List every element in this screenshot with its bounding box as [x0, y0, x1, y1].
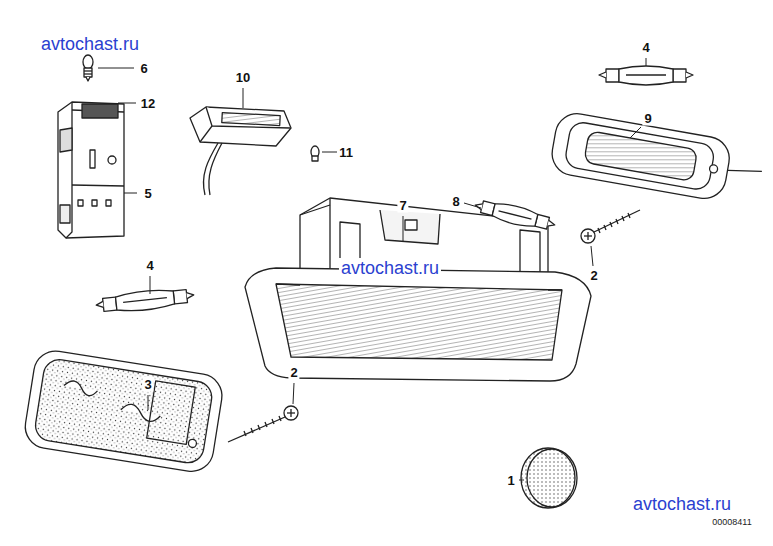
- lamp-housing: [245, 198, 591, 381]
- callout-number: 6: [138, 61, 149, 76]
- map-lamp: [190, 107, 291, 195]
- callout-number: 2: [588, 268, 599, 283]
- callout-number: 8: [450, 194, 461, 209]
- festoon-bulb: [95, 286, 194, 315]
- callout-number: 11: [337, 145, 355, 160]
- watermark: avtochast.ru: [39, 34, 141, 54]
- watermark: avtochast.ru: [339, 258, 441, 278]
- festoon-bulb: [473, 196, 557, 233]
- callout-number: 7: [397, 198, 408, 213]
- callout-number: 3: [142, 377, 153, 392]
- interior-lamp: [549, 110, 767, 208]
- callout-number: 5: [142, 186, 153, 201]
- small-bulb: [83, 55, 93, 81]
- license-lamp: [22, 348, 225, 475]
- callout-number: 2: [288, 365, 299, 380]
- screw: [581, 210, 640, 243]
- watermark: avtochast.ru: [631, 494, 733, 514]
- reflector: [521, 448, 577, 508]
- callout-number: 10: [234, 70, 252, 85]
- leader-lines: [98, 58, 646, 480]
- callout-number: 9: [642, 111, 653, 126]
- switch-housing: [58, 102, 124, 238]
- festoon-bulb: [599, 66, 693, 85]
- wedge-bulb: [311, 146, 319, 161]
- callout-number: 1: [505, 473, 516, 488]
- screw: [228, 406, 298, 442]
- callout-number: 4: [144, 258, 155, 273]
- drawing-number: 00008411: [710, 517, 753, 528]
- callout-number: 12: [139, 96, 157, 111]
- callout-number: 4: [640, 40, 651, 55]
